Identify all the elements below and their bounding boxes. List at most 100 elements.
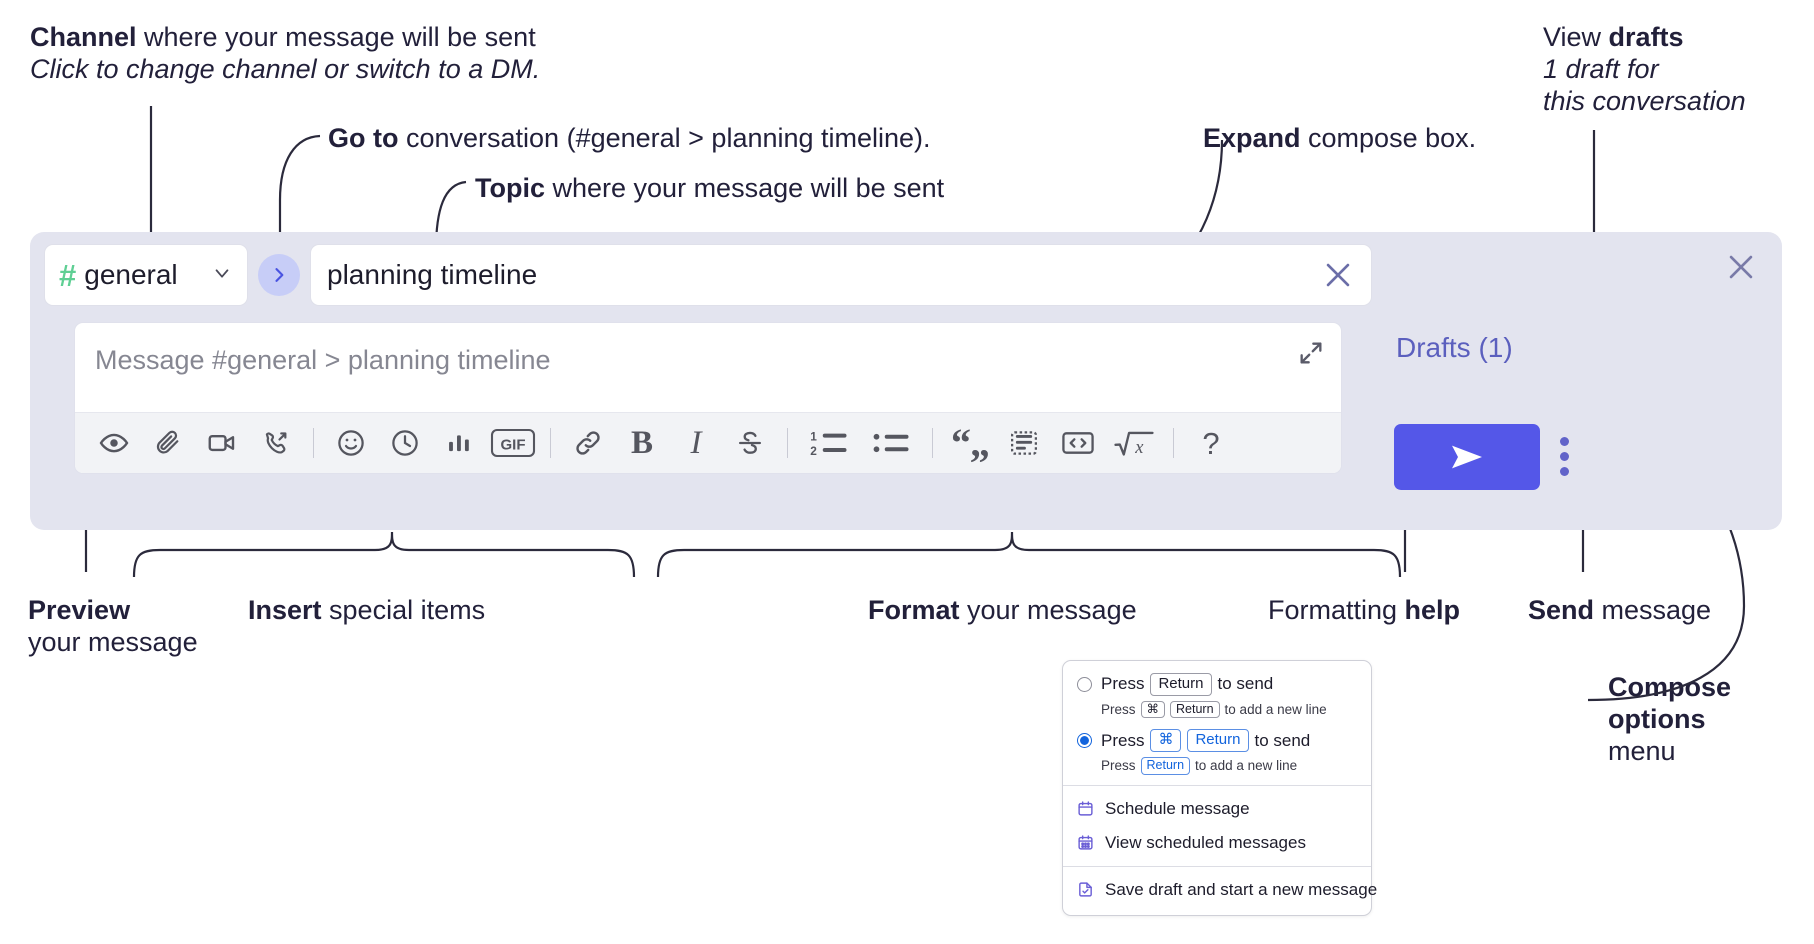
menu-item-save-draft[interactable]: Save draft and start a new message — [1063, 873, 1377, 907]
draft-section: Save draft and start a new message — [1063, 867, 1377, 915]
channel-name: general — [84, 259, 178, 290]
bold-icon[interactable]: B — [630, 424, 653, 461]
annotation-help-bold: help — [1404, 595, 1461, 625]
annotation-channel-italic: Click to change channel or switch to a D… — [30, 53, 541, 84]
math-icon[interactable]: x — [1105, 421, 1163, 465]
menu-item-label: View scheduled messages — [1105, 832, 1306, 852]
code-icon[interactable] — [1051, 421, 1105, 465]
annotation-compose-options: Compose options menu — [1608, 672, 1731, 768]
annotation-send-rest: message — [1594, 595, 1712, 625]
key-command: ⌘ — [1140, 700, 1166, 719]
compose-box: # general planning timeline Message #gen… — [30, 232, 1782, 530]
send-button[interactable] — [1394, 424, 1540, 490]
menu-item-view-scheduled-messages[interactable]: View scheduled messages — [1063, 826, 1371, 860]
annotation-insert-bold: Insert — [248, 595, 322, 625]
key-return: Return — [1150, 673, 1212, 696]
message-input-container[interactable]: Message #general > planning timeline — [74, 322, 1342, 474]
option-prefix: Press — [1101, 674, 1145, 694]
menu-item-label: Schedule message — [1105, 798, 1250, 818]
annotation-insert: Insert special items — [248, 595, 485, 627]
poll-icon[interactable] — [432, 421, 486, 465]
expand-icon[interactable] — [1297, 339, 1325, 372]
option-sub-prefix: Press — [1101, 758, 1136, 774]
option-sub-suffix: to add a new line — [1224, 702, 1327, 718]
menu-item-label: Save draft and start a new message — [1105, 879, 1378, 899]
code-block-icon[interactable] — [997, 421, 1051, 465]
key-return: Return — [1140, 757, 1191, 775]
option-prefix: Press — [1101, 730, 1145, 750]
annotation-preview-bold: Preview — [28, 595, 131, 625]
annotation-drafts-italic1: 1 draft for — [1543, 53, 1659, 84]
svg-text:2: 2 — [810, 444, 817, 458]
radio-unselected[interactable] — [1077, 676, 1092, 692]
annotation-compose-options-bold2: options — [1608, 703, 1706, 734]
annotation-preview-line2: your message — [28, 626, 198, 657]
key-command: ⌘ — [1150, 729, 1182, 753]
annotation-drafts: View drafts 1 draft for this conversatio… — [1543, 22, 1746, 118]
topic-input[interactable]: planning timeline — [310, 244, 1372, 306]
compose-right-column: Drafts (1) — [1362, 232, 1782, 530]
bulleted-list-icon[interactable] — [860, 421, 922, 465]
annotation-drafts-normal: View — [1543, 22, 1609, 52]
help-icon[interactable]: ? — [1202, 425, 1220, 461]
send-shortcut-options: Press Return to send Press ⌘ Return to a… — [1063, 661, 1371, 785]
option-suffix: to send — [1217, 674, 1274, 694]
clock-icon[interactable] — [378, 421, 432, 465]
annotation-goto-rest: conversation (#general > planning timeli… — [398, 123, 931, 153]
annotation-help-normal: Formatting — [1268, 595, 1405, 625]
annotation-goto-bold: Go to — [328, 123, 399, 153]
key-return: Return — [1187, 729, 1249, 753]
compose-options-menu: Press Return to send Press ⌘ Return to a… — [1062, 660, 1377, 916]
strikethrough-icon[interactable] — [723, 421, 777, 465]
annotation-compose-options-bold1: Compose — [1608, 672, 1732, 702]
go-to-conversation-button[interactable] — [258, 254, 300, 296]
link-icon[interactable] — [561, 421, 615, 465]
drafts-link[interactable]: Drafts (1) — [1396, 332, 1513, 363]
annotation-send: Send message — [1528, 595, 1711, 627]
italic-icon[interactable]: I — [690, 424, 702, 461]
kebab-dot — [1560, 437, 1569, 446]
option-suffix: to send — [1254, 730, 1311, 750]
option-sub-prefix: Press — [1101, 702, 1136, 718]
svg-text:GIF: GIF — [501, 437, 526, 454]
annotation-channel-bold: Channel — [30, 22, 137, 52]
attachment-icon[interactable] — [141, 421, 195, 465]
close-icon[interactable] — [1321, 258, 1355, 292]
annotation-expand-rest: compose box. — [1300, 123, 1477, 153]
key-return: Return — [1170, 700, 1220, 719]
audio-call-icon[interactable] — [249, 421, 303, 465]
emoji-icon[interactable] — [324, 421, 378, 465]
send-option-row[interactable]: Press Return to send Press ⌘ Return to a… — [1063, 671, 1371, 719]
channel-selector[interactable]: # general — [44, 244, 248, 306]
panel-close-icon[interactable] — [1724, 250, 1758, 289]
option-sub-suffix: to add a new line — [1195, 758, 1298, 774]
gif-icon[interactable]: GIF — [486, 421, 540, 465]
video-icon[interactable] — [195, 421, 249, 465]
annotation-preview: Preview your message — [28, 595, 198, 659]
kebab-dot — [1560, 467, 1569, 476]
kebab-dot — [1560, 452, 1569, 461]
annotation-expand: Expand compose box. — [1203, 123, 1476, 155]
svg-text:1: 1 — [810, 430, 817, 444]
annotation-format: Format your message — [868, 595, 1137, 627]
compose-header-row: # general planning timeline — [44, 244, 1372, 306]
send-option-row[interactable]: Press ⌘ Return to send Press Return to a… — [1063, 727, 1371, 775]
compose-options-button[interactable] — [1560, 437, 1569, 476]
menu-item-schedule-message[interactable]: Schedule message — [1063, 792, 1371, 826]
separator — [787, 428, 788, 458]
annotation-drafts-italic2: this conversation — [1543, 85, 1746, 116]
annotation-topic-rest: where your message will be sent — [545, 173, 945, 203]
menu-divider — [1063, 865, 1371, 867]
svg-text:x: x — [1134, 437, 1144, 457]
annotation-topic: Topic where your message will be sent — [475, 173, 944, 205]
annotation-channel-rest: where your message will be sent — [136, 22, 536, 52]
annotation-format-rest: your message — [959, 595, 1137, 625]
radio-selected[interactable] — [1077, 733, 1092, 749]
preview-icon[interactable] — [87, 421, 141, 465]
annotation-compose-options-normal: menu — [1608, 735, 1676, 766]
blockquote-icon[interactable]: “„ — [951, 420, 990, 465]
separator — [932, 428, 933, 458]
schedule-section: Schedule message View scheduled messages — [1063, 786, 1371, 866]
separator — [313, 428, 314, 458]
